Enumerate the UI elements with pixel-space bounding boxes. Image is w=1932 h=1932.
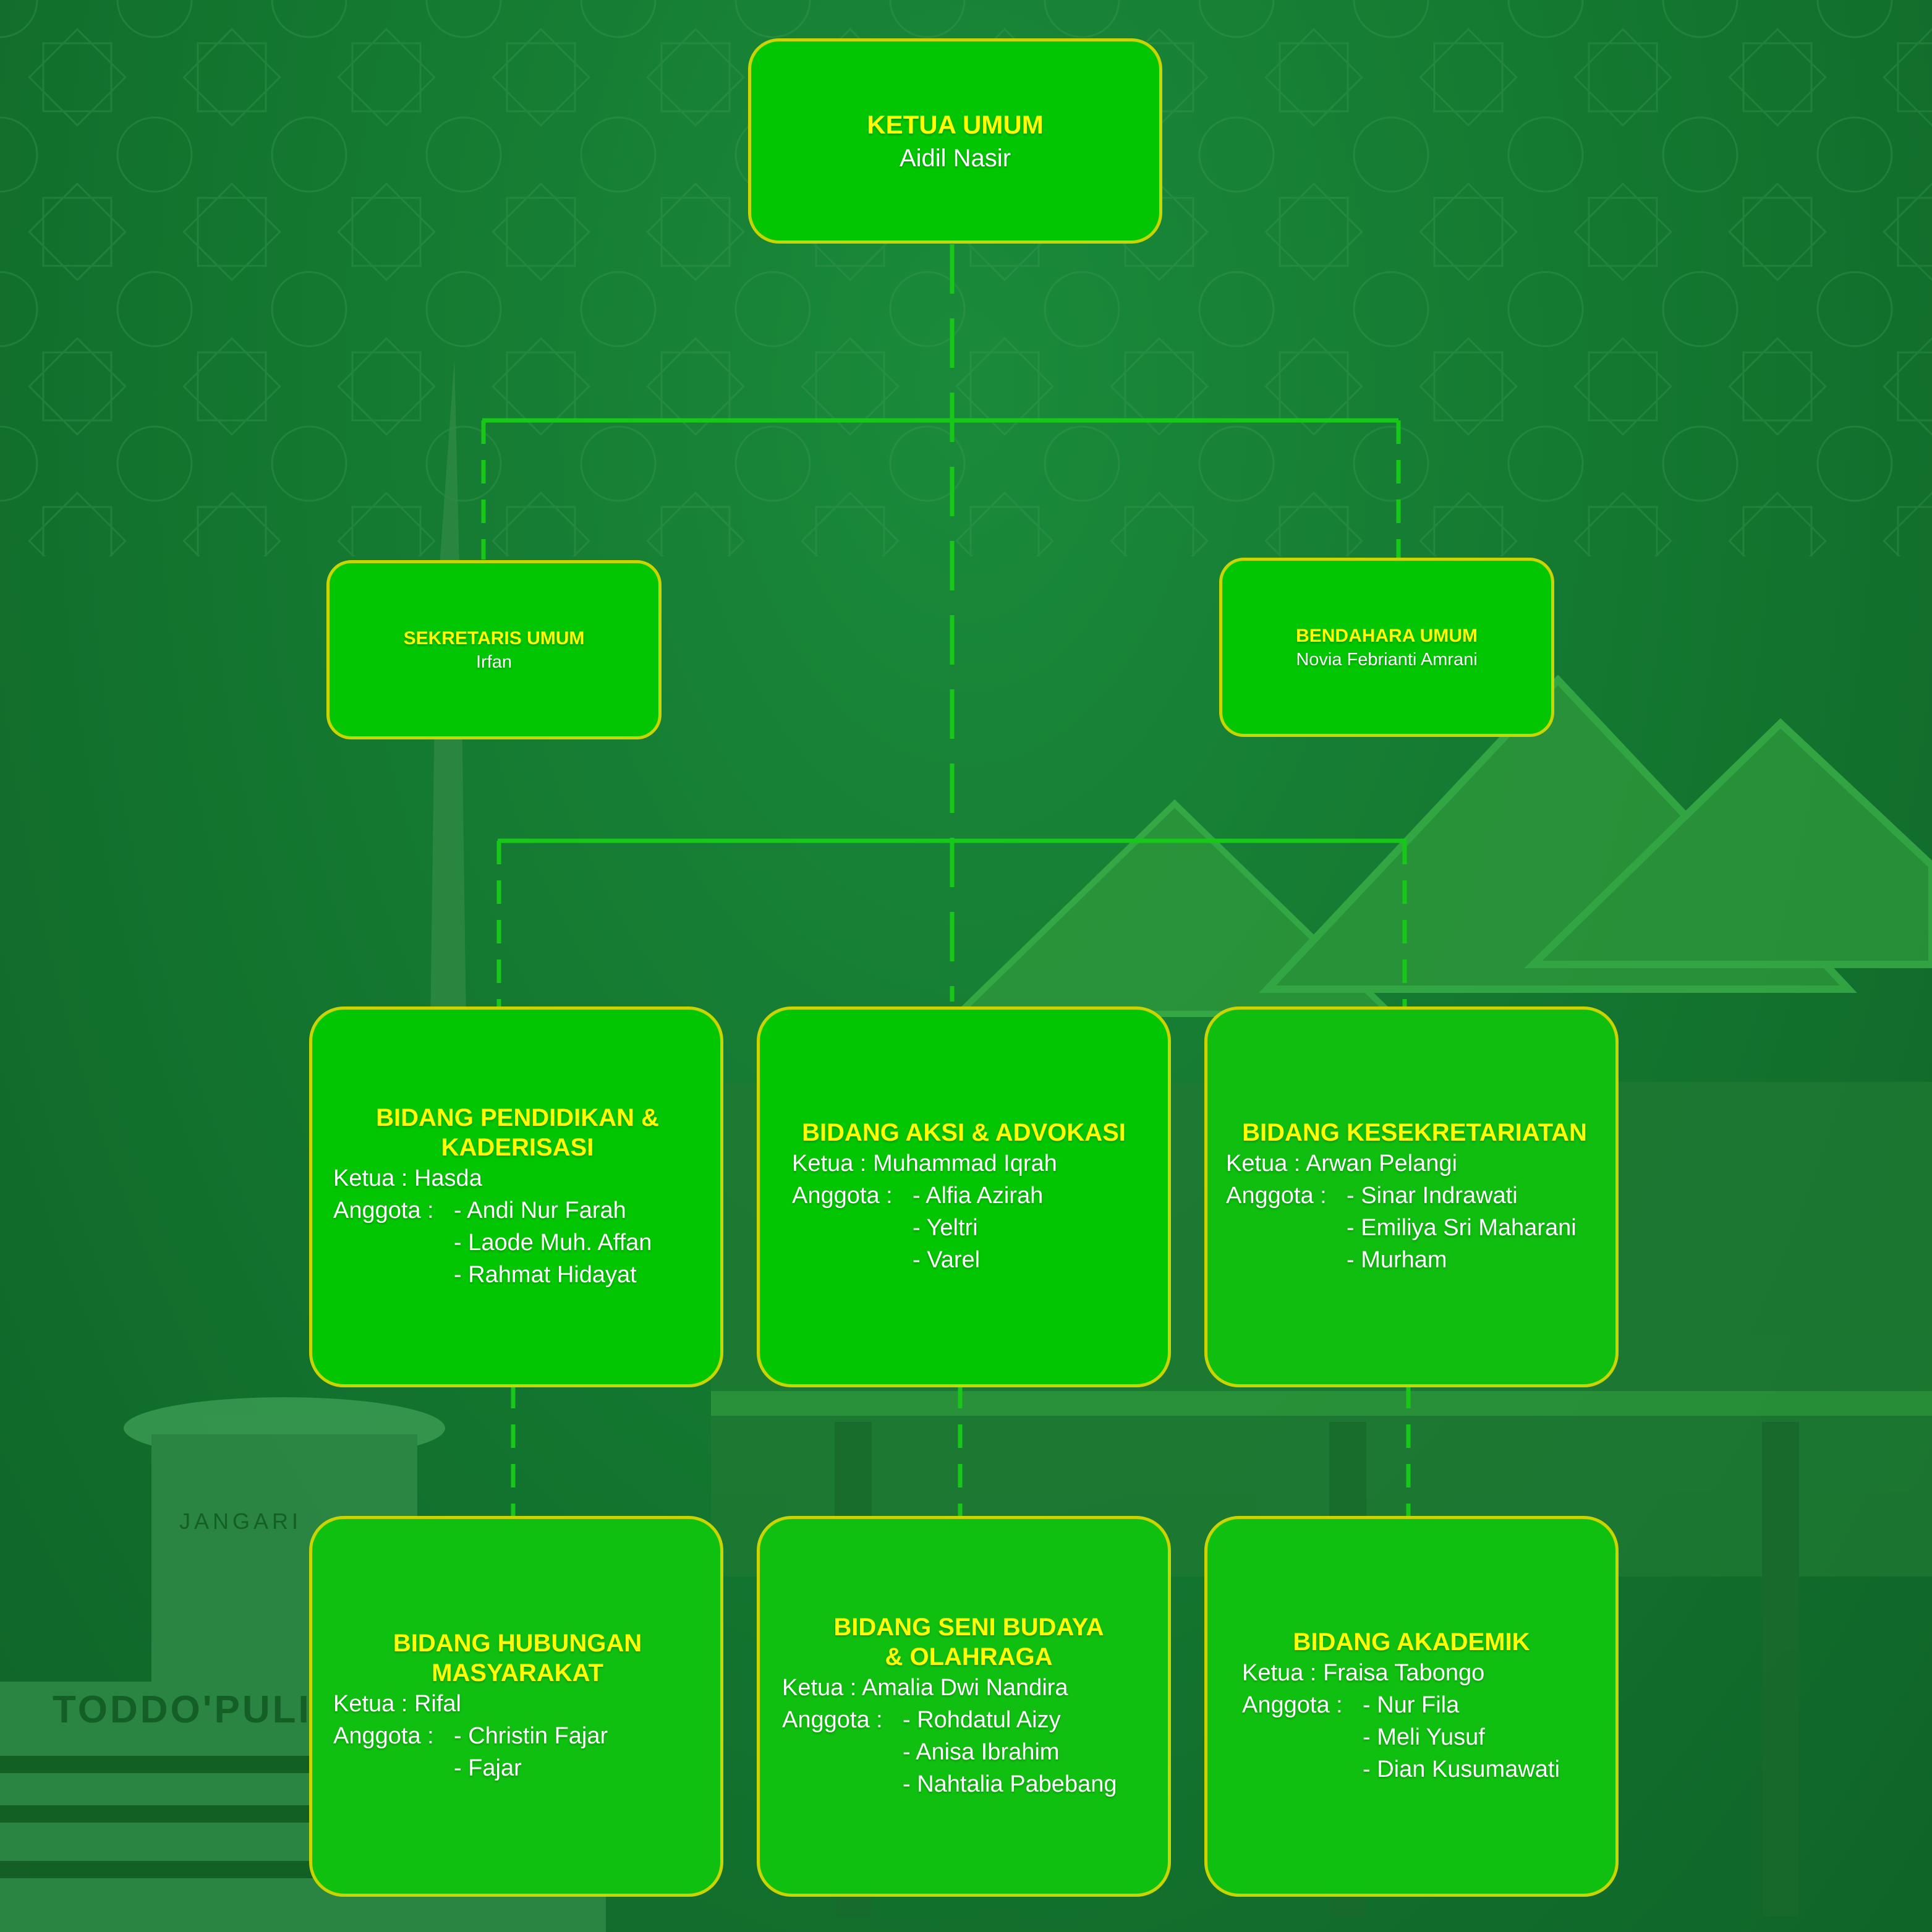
dept-hubungan-masyarakat-box: BIDANG HUBUNGAN MASYARAKAT Ketua : Rifal… — [309, 1516, 723, 1897]
dept-member: - Nur Fila — [1363, 1692, 1460, 1718]
dept-anggota-label: Anggota : — [1226, 1183, 1327, 1209]
monument-inscription: TODDO'PULI — [53, 1688, 312, 1731]
dept-member: - Fajar — [454, 1755, 522, 1781]
monument-plaque: JANGARI — [179, 1509, 302, 1534]
dept-member: - Emiliya Sri Maharani — [1347, 1215, 1577, 1241]
dept-member: - Alfia Azirah — [913, 1183, 1044, 1209]
ketua-umum-box: KETUA UMUM Aidil Nasir — [748, 38, 1162, 244]
ketua-umum-title: KETUA UMUM — [867, 110, 1044, 140]
bendahara-umum-name: Novia Febrianti Amrani — [1296, 649, 1478, 670]
dept-aksi-advokasi-box: BIDANG AKSI & ADVOKASI Ketua : Muhammad … — [757, 1006, 1171, 1387]
dept-seni-budaya-olahraga-box: BIDANG SENI BUDAYA & OLAHRAGA Ketua : Am… — [757, 1516, 1171, 1897]
dept-member: - Laode Muh. Affan — [454, 1230, 652, 1256]
dept-member: - Nahtalia Pabebang — [903, 1771, 1117, 1797]
dept-member: - Andi Nur Farah — [454, 1198, 626, 1223]
dept-ketua: Ketua : Arwan Pelangi — [1226, 1151, 1457, 1177]
dept-member: - Christin Fajar — [454, 1723, 608, 1749]
dept-member: - Sinar Indrawati — [1347, 1183, 1518, 1209]
dept-title: BIDANG AKADEMIK — [1293, 1628, 1530, 1656]
dept-anggota-label: Anggota : — [1242, 1692, 1343, 1718]
dept-title: BIDANG SENI BUDAYA & OLAHRAGA — [833, 1614, 1104, 1670]
dept-anggota-label: Anggota : — [792, 1183, 893, 1209]
dept-title: BIDANG PENDIDIKAN & KADERISASI — [376, 1104, 659, 1161]
dept-ketua: Ketua : Fraisa Tabongo — [1242, 1660, 1485, 1686]
dept-ketua: Ketua : Rifal — [333, 1691, 461, 1717]
dept-pendidikan-kaderisasi-box: BIDANG PENDIDIKAN & KADERISASI Ketua : H… — [309, 1006, 723, 1387]
sekretaris-umum-box: SEKRETARIS UMUM Irfan — [326, 560, 662, 739]
dept-member: - Rohdatul Aizy — [903, 1707, 1061, 1733]
dept-member: - Anisa Ibrahim — [903, 1739, 1060, 1765]
dept-member: - Yeltri — [913, 1215, 978, 1241]
dept-ketua: Ketua : Hasda — [333, 1165, 482, 1191]
dept-ketua: Ketua : Amalia Dwi Nandira — [782, 1675, 1068, 1701]
bendahara-umum-box: BENDAHARA UMUM Novia Febrianti Amrani — [1219, 558, 1554, 737]
sekretaris-umum-name: Irfan — [475, 652, 513, 672]
dept-akademik-box: BIDANG AKADEMIK Ketua : Fraisa Tabongo A… — [1204, 1516, 1619, 1897]
dept-anggota-label: Anggota : — [782, 1707, 883, 1733]
dept-title: BIDANG HUBUNGAN MASYARAKAT — [393, 1630, 642, 1687]
dept-kesekretariatan-box: BIDANG KESEKRETARIATAN Ketua : Arwan Pel… — [1204, 1006, 1619, 1387]
dept-title: BIDANG KESEKRETARIATAN — [1242, 1119, 1587, 1146]
dept-member: - Murham — [1347, 1247, 1447, 1273]
dept-anggota-label: Anggota : — [333, 1723, 434, 1749]
ketua-umum-name: Aidil Nasir — [899, 144, 1011, 172]
dept-ketua: Ketua : Muhammad Iqrah — [792, 1151, 1057, 1177]
dept-member: - Rahmat Hidayat — [454, 1262, 637, 1288]
bendahara-umum-title: BENDAHARA UMUM — [1296, 625, 1478, 646]
sekretaris-umum-title: SEKRETARIS UMUM — [403, 628, 585, 649]
dept-member: - Varel — [913, 1247, 981, 1273]
dept-member: - Meli Yusuf — [1363, 1724, 1485, 1750]
dept-anggota-label: Anggota : — [333, 1198, 434, 1223]
dept-title: BIDANG AKSI & ADVOKASI — [802, 1119, 1126, 1146]
dept-member: - Dian Kusumawati — [1363, 1756, 1560, 1782]
